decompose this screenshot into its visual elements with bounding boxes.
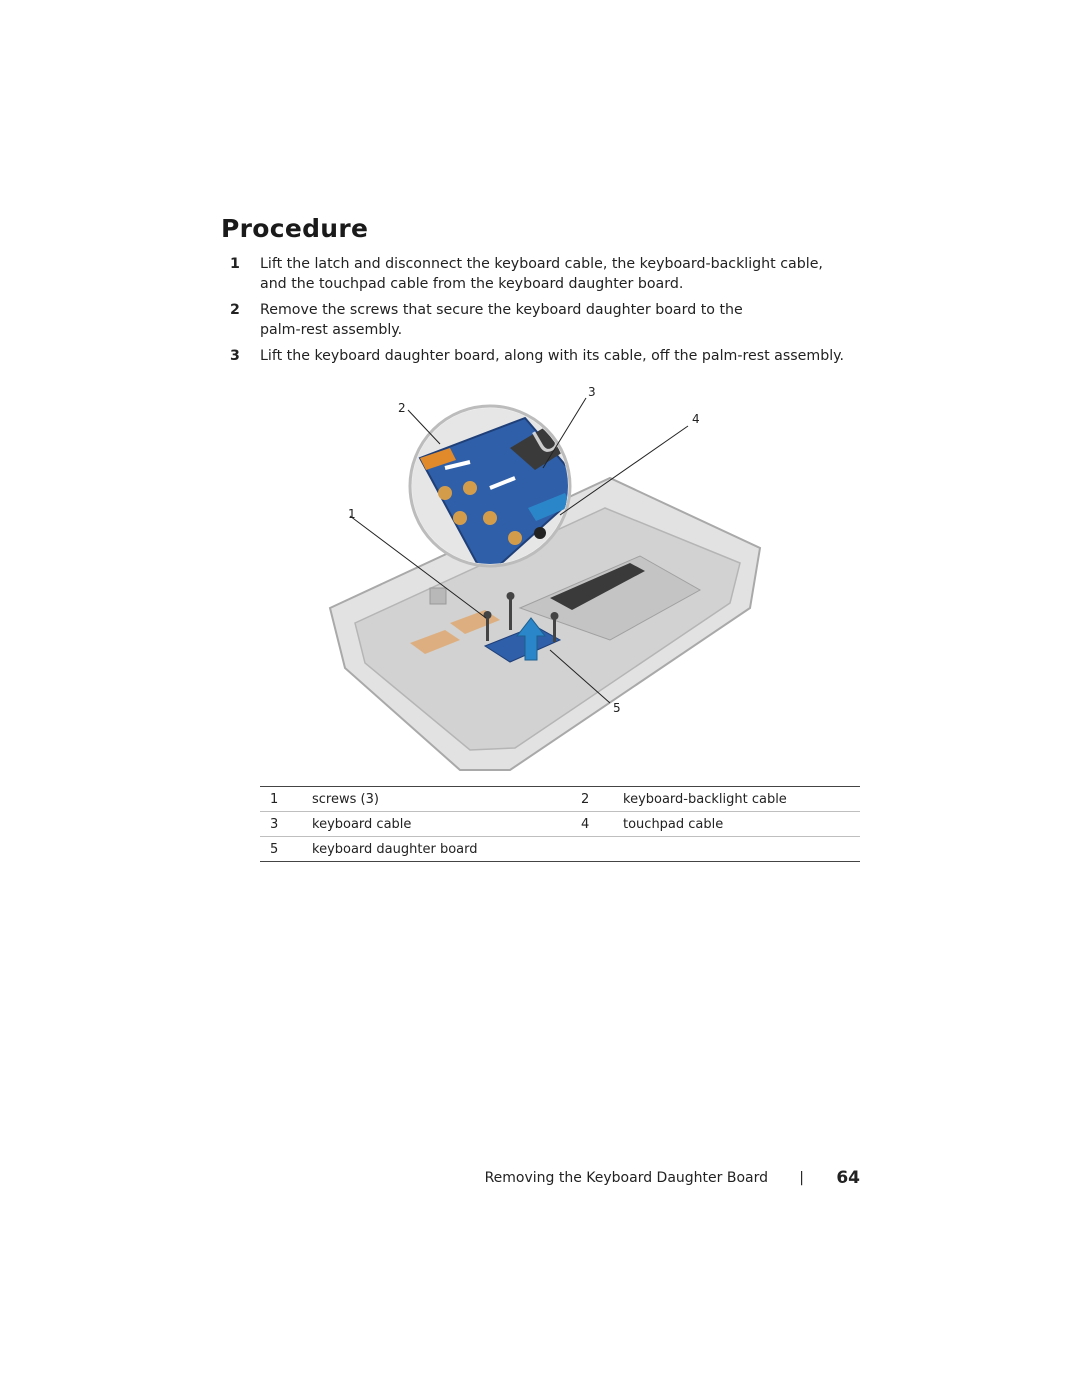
legend-label: touchpad cable bbox=[623, 811, 860, 837]
callout-2: 2 bbox=[398, 401, 406, 415]
keyboard-backlight-cable bbox=[420, 448, 456, 470]
legend-number: 3 bbox=[260, 811, 312, 837]
legend-row: 3 keyboard cable 4 touchpad cable bbox=[260, 811, 860, 837]
page-title: Procedure bbox=[221, 214, 369, 243]
legend-label: screws (3) bbox=[312, 786, 571, 812]
release-arrow-icon bbox=[444, 460, 471, 470]
legend-number: 4 bbox=[571, 811, 623, 837]
step-2: 2 Remove the screws that secure the keyb… bbox=[230, 300, 860, 340]
legend-row: 5 keyboard daughter board bbox=[260, 836, 860, 862]
step-text: Lift the latch and disconnect the keyboa… bbox=[260, 256, 823, 272]
legend-number: 5 bbox=[260, 836, 312, 862]
legend-label: keyboard cable bbox=[312, 811, 571, 837]
step-text: Remove the screws that secure the keyboa… bbox=[260, 302, 743, 318]
legend-number bbox=[571, 836, 623, 862]
callout-3: 3 bbox=[588, 385, 596, 399]
step-number: 1 bbox=[230, 256, 240, 272]
footer-separator: | bbox=[799, 1170, 804, 1186]
step-text: and the touchpad cable from the keyboard… bbox=[260, 276, 684, 292]
callout-1: 1 bbox=[348, 507, 356, 521]
step-1: 1 Lift the latch and disconnect the keyb… bbox=[230, 254, 860, 294]
procedure-steps: 1 Lift the latch and disconnect the keyb… bbox=[230, 254, 860, 372]
screw-icon bbox=[550, 612, 559, 642]
footer-section-title: Removing the Keyboard Daughter Board bbox=[484, 1170, 768, 1186]
legend-number: 2 bbox=[571, 786, 623, 812]
keyboard-daughter-board-illustration: UP 2 3 4 1 5 bbox=[310, 378, 780, 778]
legend-label bbox=[623, 836, 860, 862]
legend-number: 1 bbox=[260, 786, 312, 812]
callout-5: 5 bbox=[613, 701, 621, 715]
flex-cable bbox=[550, 563, 645, 610]
step-3: 3 Lift the keyboard daughter board, alon… bbox=[230, 346, 860, 366]
release-arrow-icon bbox=[489, 476, 516, 490]
legend-label: keyboard-backlight cable bbox=[623, 786, 860, 812]
page-footer: Removing the Keyboard Daughter Board | 6… bbox=[400, 1168, 860, 1192]
screw-icon bbox=[506, 592, 515, 630]
legend-row: 1 screws (3) 2 keyboard-backlight cable bbox=[260, 786, 860, 812]
page-number: 64 bbox=[836, 1168, 860, 1188]
step-text: palm-rest assembly. bbox=[260, 322, 403, 338]
lift-arrow-icon bbox=[515, 617, 547, 661]
callout-4: 4 bbox=[692, 412, 700, 426]
legend-label: keyboard daughter board bbox=[312, 836, 571, 862]
step-number: 3 bbox=[230, 348, 240, 364]
step-text: Lift the keyboard daughter board, along … bbox=[260, 348, 845, 364]
step-number: 2 bbox=[230, 302, 240, 318]
touchpad-cable bbox=[528, 493, 568, 521]
callout-legend: 1 screws (3) 2 keyboard-backlight cable … bbox=[260, 786, 860, 862]
